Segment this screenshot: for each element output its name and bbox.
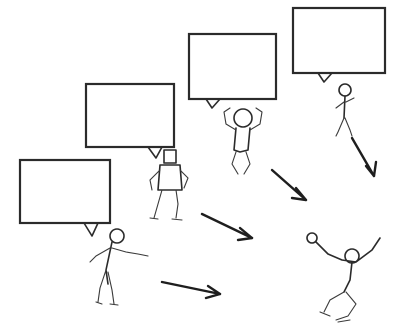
arrow-middle [202,214,252,240]
small-standing-figure-torso [344,96,345,118]
panel-3-tail [206,99,220,108]
panel-2-tail [148,147,162,158]
standing-figure [90,229,148,305]
standing-figure-head [110,229,124,243]
robot-figure-feet [150,218,182,220]
arrow-top-right [352,138,376,176]
robot-figure-head [164,150,176,163]
panel-4-box [293,8,385,73]
jumping-figure-torso [344,262,352,292]
panel-4-tail [318,73,332,82]
standing-figure-right-leg [108,272,114,304]
standing-figure-feet [96,302,118,305]
flexing-figure-torso [234,128,250,152]
standing-figure-left-arm [90,248,110,262]
robot-figure [150,150,188,220]
jumping-figure [307,233,380,322]
arrow-bottom [162,282,220,298]
panel-1-box [20,160,110,223]
panel-2-box [86,84,174,147]
small-standing-figure-legs [336,118,352,136]
speech-panel-4 [293,8,385,82]
small-standing-figure-head [339,84,351,96]
flexing-figure [224,108,262,174]
arrow-upper-middle [272,170,306,200]
speech-panel-2 [86,84,174,158]
panel-3-box [189,34,276,99]
speech-panel-1 [20,160,110,236]
small-standing-figure [336,84,354,136]
speech-panel-3 [189,34,276,108]
standing-figure-left-leg [98,270,106,302]
panel-1-tail [84,223,98,236]
standing-figure-right-arm [112,248,148,256]
robot-figure-legs [154,190,178,218]
flexing-figure-head [234,109,252,127]
robot-figure-body [158,165,182,190]
flexing-figure-legs [232,152,250,174]
